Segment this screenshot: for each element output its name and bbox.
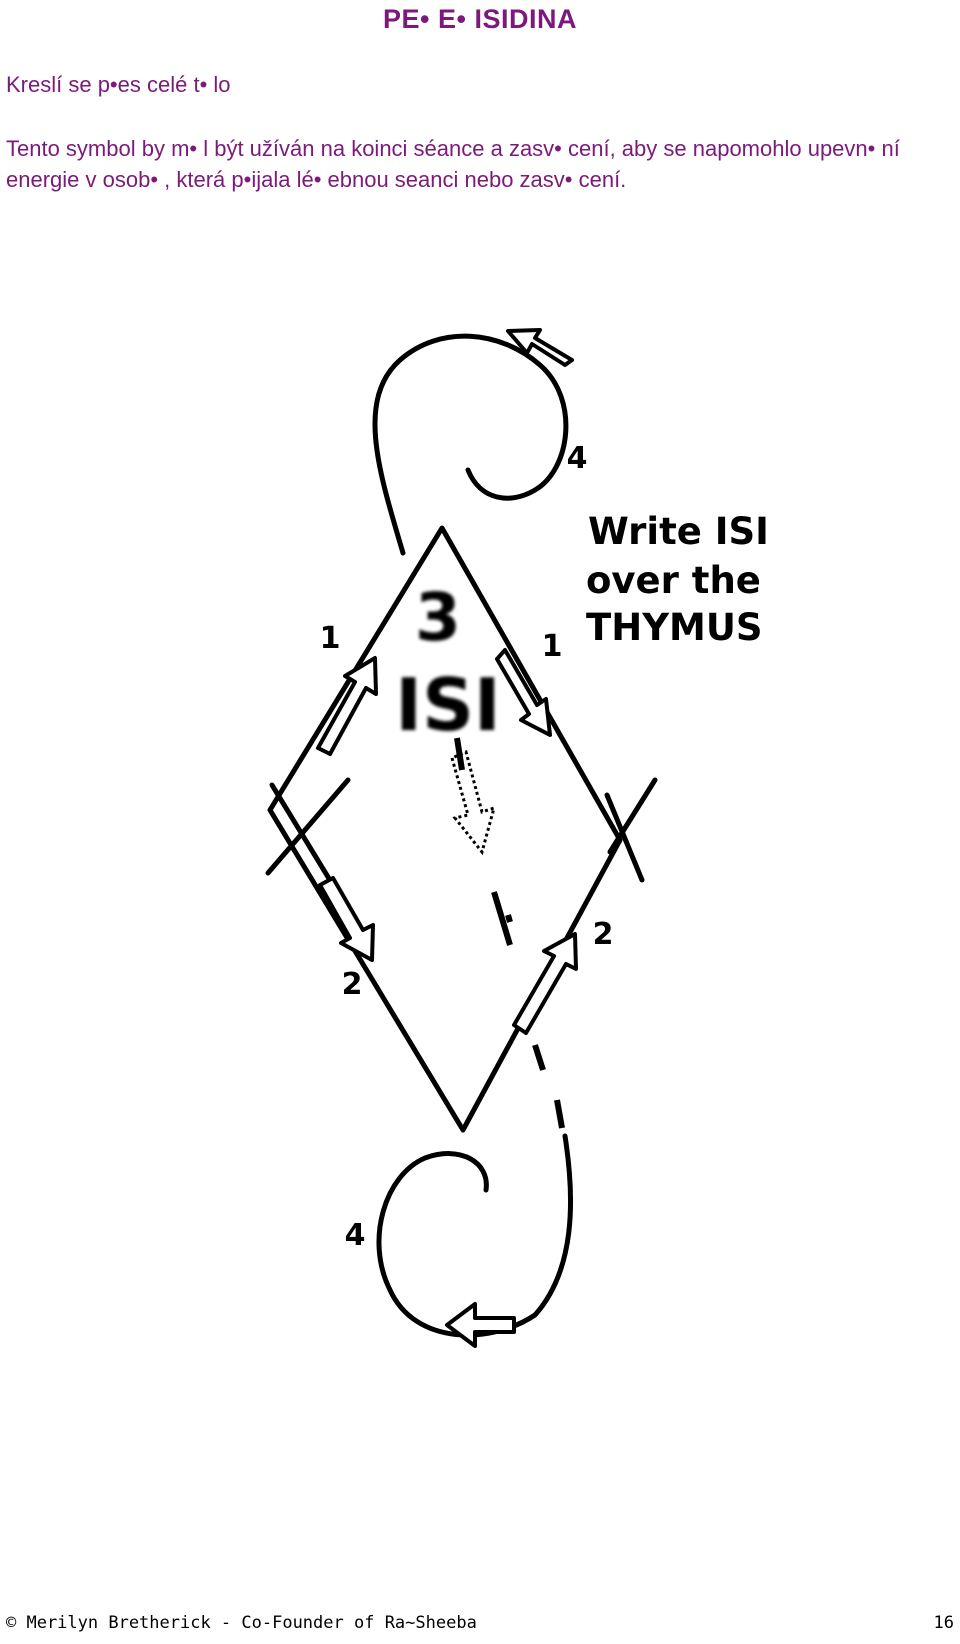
page-number: 16 <box>933 1613 954 1633</box>
page-footer: © Merilyn Bretherick - Co-Founder of Ra~… <box>6 1613 954 1639</box>
step-label-1-right: 1 <box>542 629 563 664</box>
step-label-4-top: 4 <box>567 441 588 476</box>
instruction-line-1: Write ISI <box>588 510 769 553</box>
arrow-1-right <box>495 648 552 737</box>
bottom-spiral <box>376 1133 574 1338</box>
isidina-symbol-diagram: 3 ISI 1 1 2 2 4 4 Write ISI over the THY… <box>265 328 769 1348</box>
instruction-line-3: THYMUS <box>586 606 763 649</box>
intro-paragraph: Tento symbol by m• l být užíván na koinc… <box>6 136 900 192</box>
instruction-text: Write ISI over the THYMUS <box>586 510 769 649</box>
step-label-2-right: 2 <box>593 917 614 952</box>
arrow-4-bottom <box>445 1302 516 1348</box>
arrow-1-left <box>316 656 378 756</box>
footer-copyright: © Merilyn Bretherick - Co-Founder of Ra~… <box>6 1613 477 1633</box>
cross-line-right <box>607 777 658 855</box>
instruction-line-2: over the <box>586 559 761 602</box>
cross-line-left-2 <box>265 777 351 876</box>
step-label-1-left: 1 <box>320 621 341 656</box>
dotted-down-arrow <box>450 749 497 856</box>
arrow-2-left <box>318 876 375 962</box>
diamond-shape <box>267 525 623 1133</box>
center-word: ISI <box>395 663 500 747</box>
arrow-4-top <box>506 328 574 367</box>
page-title: PE• E• ISIDINA <box>383 4 577 34</box>
center-number: 3 <box>415 579 461 656</box>
step-label-4-bottom: 4 <box>345 1218 366 1253</box>
cross-line-right-2 <box>604 792 645 883</box>
dash-dot-line <box>454 737 565 1129</box>
top-spiral <box>372 333 569 556</box>
step-label-2-left: 2 <box>342 967 363 1002</box>
arrow-2-right <box>512 932 578 1035</box>
page-subtitle: Kreslí se p•es celé t• lo <box>6 72 231 97</box>
